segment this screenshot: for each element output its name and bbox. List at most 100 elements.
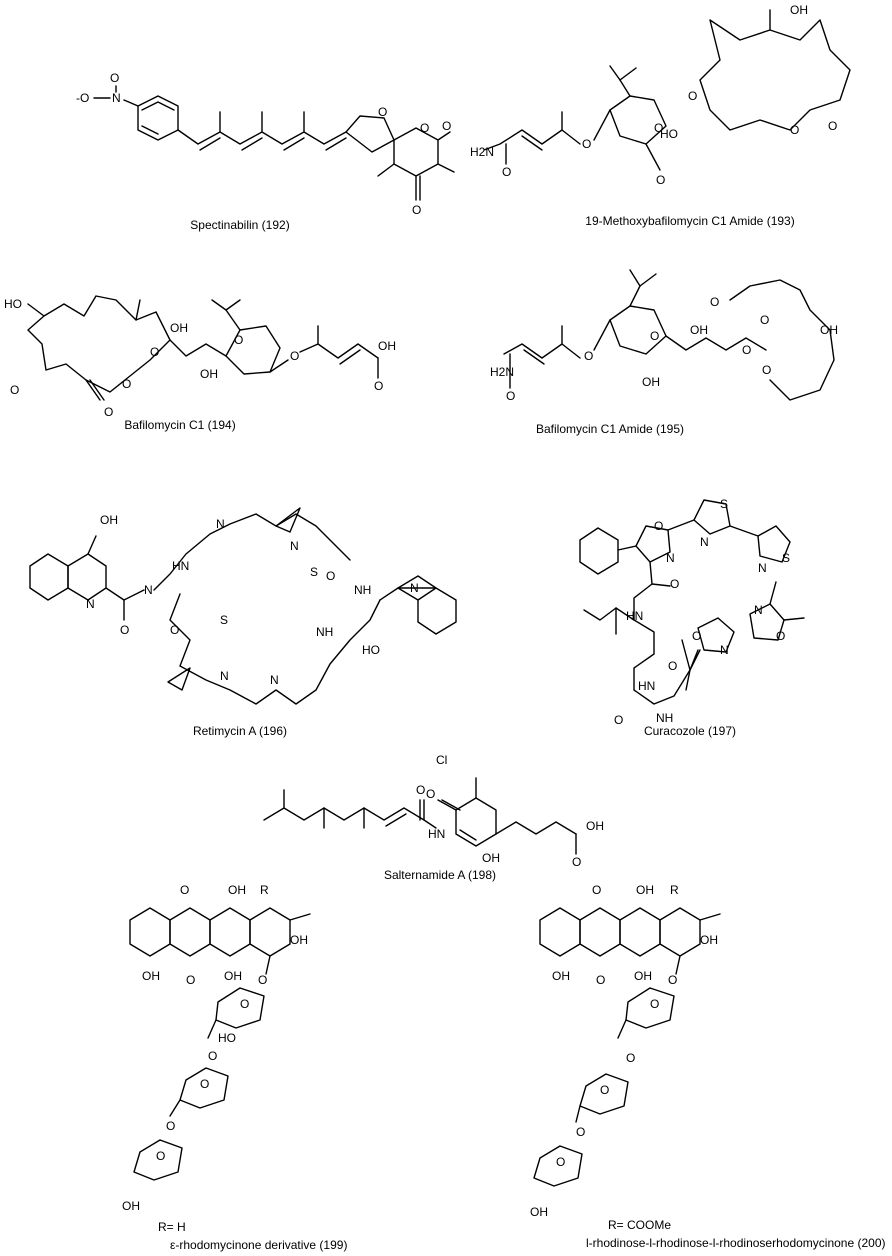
- atom-label: N: [700, 535, 709, 549]
- atom-label: O: [790, 123, 799, 137]
- compound-caption: Bafilomycin C1 Amide (195): [535, 422, 685, 436]
- compound-caption: ε-rhodomycinone derivative (199): [170, 1238, 348, 1252]
- atom-label: O: [584, 349, 593, 363]
- atom-label: O: [180, 883, 189, 897]
- structure-retimycin-a: N OH N O HN N N O S S O N N NH NH N HO R…: [20, 490, 480, 750]
- atom-label: O: [412, 203, 421, 217]
- atom-label: HN: [626, 609, 643, 623]
- atom-label: O: [600, 1083, 609, 1097]
- structure-rhodinose-rhodomycinone: O OH R OH OH O OH O O O O O O OH R= COOM…: [500, 880, 886, 1256]
- atom-label: OH: [290, 933, 308, 947]
- atom-label: O: [760, 313, 769, 327]
- atom-label: OH: [642, 375, 660, 389]
- r-group-label: R= COOMe: [608, 1218, 672, 1232]
- atom-label: HO: [362, 643, 380, 657]
- salternamide-a-drawing: Cl O HN O OH O OH: [263, 753, 604, 869]
- structure-epsilon-rhodomycinone-derivative: O OH R OH OH O OH O O HO O O O O OH R= H…: [100, 880, 460, 1256]
- atom-label: O: [186, 973, 195, 987]
- atom-label: O: [776, 629, 785, 643]
- atom-label: N: [290, 539, 299, 553]
- atom-label: OH: [228, 883, 246, 897]
- atom-label: N: [758, 561, 767, 575]
- atom-label: H2N: [490, 365, 514, 379]
- structure-salternamide-a: Cl O HN O OH O OH Salternamide A (198): [260, 750, 640, 890]
- atom-label: HN: [638, 679, 655, 693]
- atom-label: S: [720, 497, 728, 511]
- atom-label: OH: [634, 969, 652, 983]
- r-group-label: R= H: [158, 1220, 186, 1234]
- atom-label: OH: [690, 323, 708, 337]
- atom-label: O: [688, 89, 697, 103]
- 19-methoxybafilomycin-drawing: OH O O O HO O O O H2N O: [470, 3, 851, 187]
- atom-label: O: [234, 333, 243, 347]
- atom-label: O: [442, 119, 451, 133]
- atom-label: O: [420, 121, 429, 135]
- atom-label: NH: [354, 583, 371, 597]
- atom-label: O: [170, 623, 179, 637]
- atom-label: OH: [700, 933, 718, 947]
- atom-label: O: [592, 883, 601, 897]
- atom-label: O: [654, 121, 663, 135]
- atom-label: OH: [142, 969, 160, 983]
- atom-label: O: [692, 629, 701, 643]
- atom-label: N: [112, 91, 121, 105]
- atom-label: O: [374, 379, 383, 393]
- structure-curacozole: O N S N S N N O O N O HN O HN O NH: [570, 490, 880, 750]
- atom-label: O: [596, 973, 605, 987]
- atom-label: OH: [100, 513, 118, 527]
- structure-spectinabilin: O -O N O O O O Spectinabilin (192): [60, 60, 460, 250]
- atom-label: O: [416, 783, 425, 797]
- atom-label: N: [144, 583, 153, 597]
- atom-label: HN: [172, 559, 189, 573]
- atom-label: O: [120, 623, 129, 637]
- retimycin-a-drawing: N OH N O HN N N O S S O N N NH NH N HO: [29, 507, 457, 705]
- atom-label: S: [220, 613, 228, 627]
- atom-label: O: [656, 173, 665, 187]
- atom-label: HN: [428, 827, 445, 841]
- atom-label: N: [86, 597, 95, 611]
- atom-label: OH: [552, 969, 570, 983]
- bafilomycin-c1-drawing: HO O O O O OH O OH O OH O: [4, 295, 396, 419]
- atom-label: O: [156, 1149, 165, 1163]
- atom-label: N: [720, 643, 729, 657]
- atom-label: O: [166, 1119, 175, 1133]
- atom-label: OH: [224, 969, 242, 983]
- atom-label: Cl: [436, 753, 447, 767]
- atom-label: HO: [4, 297, 22, 311]
- atom-label: H2N: [470, 145, 494, 159]
- compound-caption: Retimycin A (196): [192, 724, 288, 738]
- atom-label: O: [502, 165, 511, 179]
- structure-bafilomycin-c1: HO O O O O OH O OH O OH O Bafilomycin C1…: [0, 260, 440, 440]
- atom-label: O: [10, 383, 19, 397]
- atom-label: N: [220, 669, 229, 683]
- bafilomycin-c1-amide-drawing: O OH OH O O O OH O O H2N O: [490, 269, 838, 403]
- atom-label: O: [556, 1155, 565, 1169]
- atom-label: OH: [378, 339, 396, 353]
- atom-label: O: [710, 295, 719, 309]
- atom-label: OH: [586, 819, 604, 833]
- atom-label: R: [260, 883, 269, 897]
- atom-label: O: [104, 405, 113, 419]
- atom-label: O: [378, 105, 387, 119]
- atom-label: O: [650, 329, 659, 343]
- atom-label: O: [200, 1077, 209, 1091]
- atom-label: O: [668, 659, 677, 673]
- atom-label: R: [670, 883, 679, 897]
- compound-caption: Bafilomycin C1 (194): [124, 418, 236, 432]
- atom-label: NH: [316, 625, 333, 639]
- epsilon-rhodomycinone-drawing: O OH R OH OH O OH O O HO O O O O OH: [122, 883, 311, 1213]
- atom-label: OH: [200, 367, 218, 381]
- atom-label: O: [614, 713, 623, 727]
- compound-caption: Curacozole (197): [643, 724, 737, 738]
- curacozole-drawing: O N S N S N N O O N O HN O HN O NH: [579, 497, 805, 727]
- compound-caption: Salternamide A (198): [383, 868, 497, 882]
- atom-label: O: [290, 349, 299, 363]
- atom-label: O: [122, 377, 131, 391]
- atom-label: S: [310, 565, 318, 579]
- spectinabilin-drawing: O -O N O O O O: [76, 71, 455, 217]
- atom-label: OH: [170, 321, 188, 335]
- compound-caption: l-rhodinose-l-rhodinose-l-rhodinoserhodo…: [586, 1236, 886, 1250]
- atom-label: O: [110, 71, 119, 85]
- atom-label: O: [150, 345, 159, 359]
- atom-label: NH: [656, 711, 673, 725]
